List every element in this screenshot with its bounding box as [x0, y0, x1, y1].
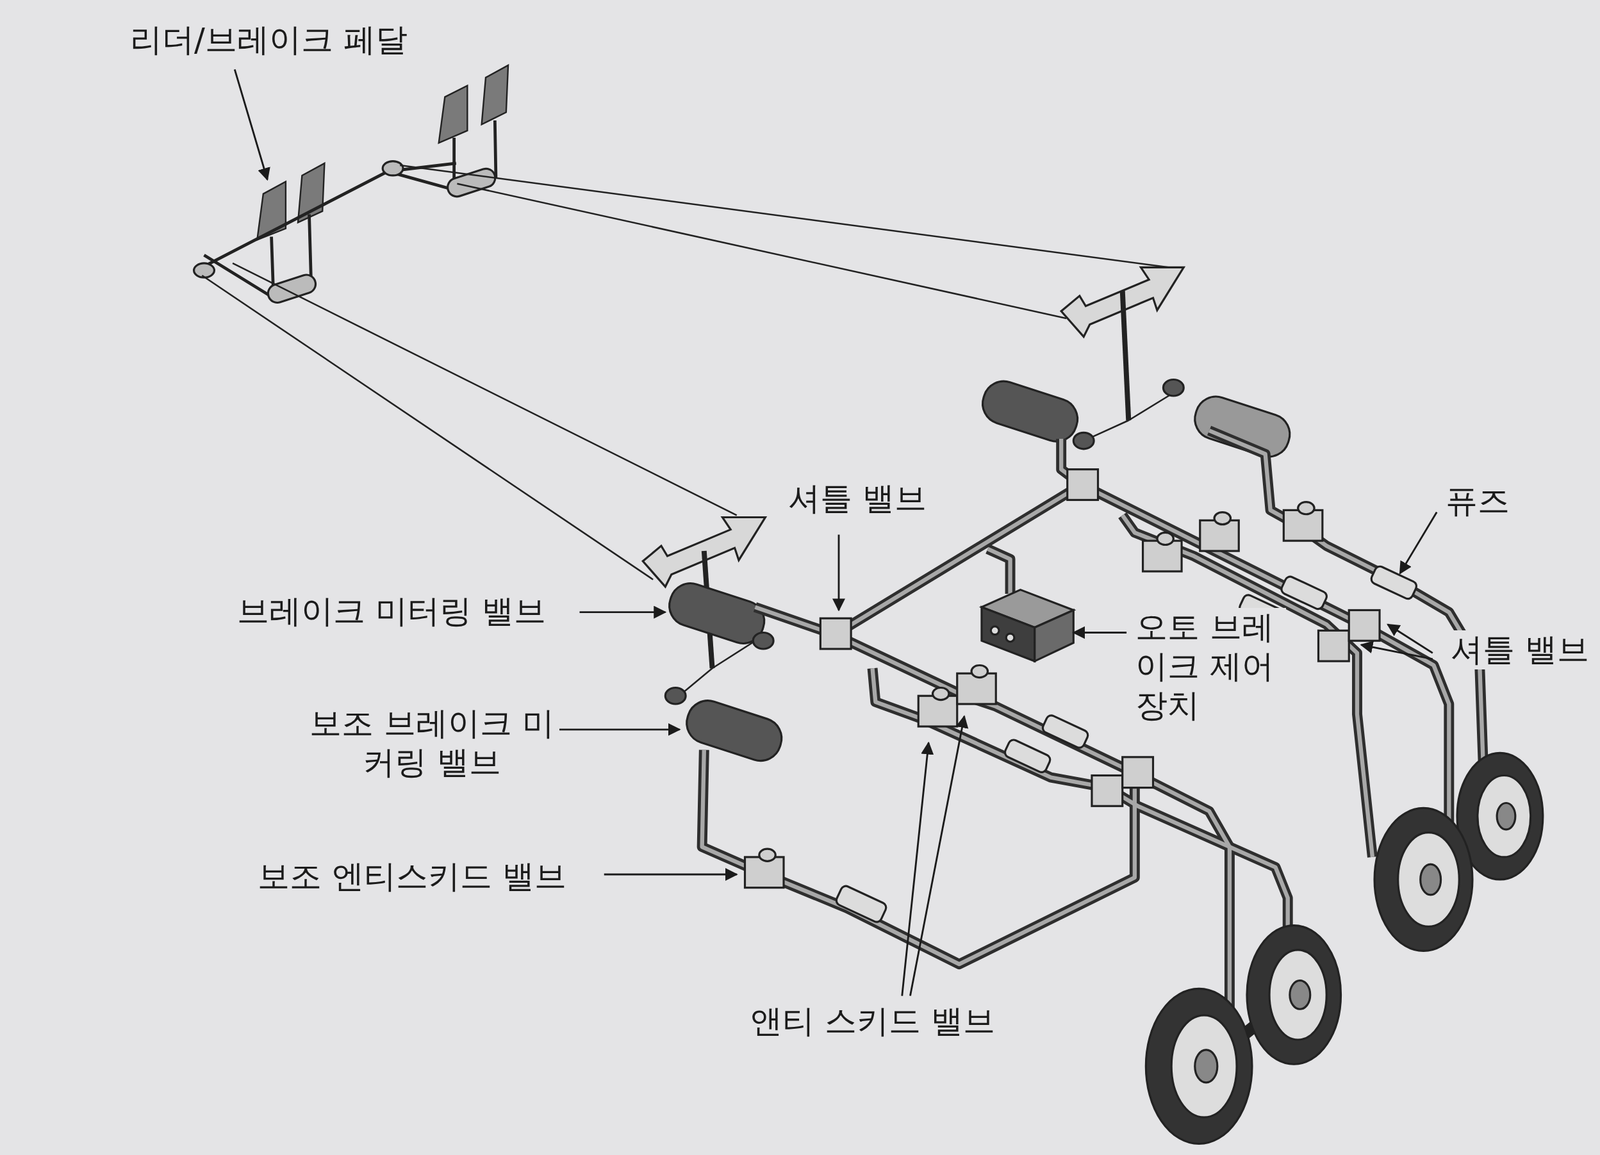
callout-label: 셔틀 밸브	[1448, 630, 1592, 670]
callout-label: 퓨즈	[1443, 481, 1513, 521]
callout-label: 보조 엔티스키드 밸브	[255, 857, 570, 897]
callout-label: 오토 브레이크 제어장치	[1132, 608, 1287, 726]
callout-label: 리더/브레이크 페달	[127, 20, 411, 60]
callout-label: 앤티 스키드 밸브	[747, 1002, 998, 1042]
callout-label: 브레이크 미터링 밸브	[234, 592, 549, 632]
callout-label: 셔틀 밸브	[785, 479, 930, 519]
callout-label: 보조 브레이크 미커링 밸브	[304, 704, 560, 783]
leader-lines	[234, 69, 1437, 996]
